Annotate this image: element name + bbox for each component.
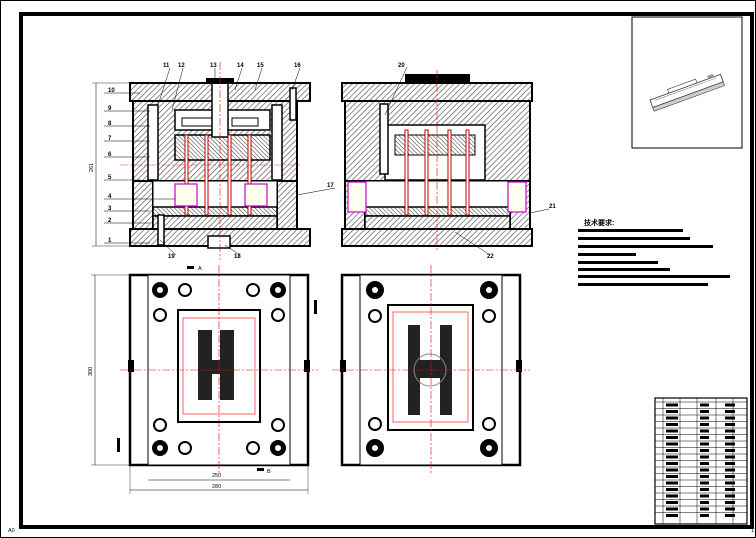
section-marker-b: B	[257, 468, 271, 475]
callout-label-8: 8	[108, 121, 112, 127]
corner-label-left: A0	[8, 528, 15, 534]
title-block	[654, 397, 748, 525]
plan-view-moving-half	[120, 265, 318, 475]
dimension-plan: 300 250 280	[88, 274, 309, 494]
notes-title: 技术要求:	[584, 218, 614, 227]
side-section-view	[341, 70, 533, 250]
corner-label-right: 1	[751, 528, 754, 534]
callout-label-11: 11	[163, 63, 170, 69]
callout-label-17: 17	[327, 183, 334, 189]
callout-label-7: 7	[108, 136, 112, 142]
callout-label-21: 21	[549, 204, 556, 210]
svg-text:A: A	[198, 266, 202, 272]
plan-view-fixed-half	[332, 265, 530, 475]
callout-label-15: 15	[257, 63, 264, 69]
callout-label-13: 13	[210, 63, 217, 69]
technical-notes: 技术要求:	[578, 218, 730, 286]
section-marker-a: A	[187, 266, 202, 272]
callout-label-3: 3	[108, 206, 112, 212]
callout-label-9: 9	[108, 106, 112, 112]
svg-text:B: B	[267, 469, 271, 475]
sheet-inner-frame	[19, 12, 754, 529]
section-arrow-right	[314, 300, 317, 314]
callout-label-1: 1	[108, 238, 112, 244]
section-arrow-left	[117, 438, 120, 452]
callout-label-19: 19	[168, 254, 175, 260]
callout-label-2: 2	[108, 218, 112, 224]
front-section-view	[120, 62, 311, 260]
callout-label-4: 4	[108, 194, 112, 200]
callout-label-12: 12	[178, 63, 185, 69]
dimension-front-height: 2 6 1	[89, 82, 130, 247]
callout-label-5: 5	[108, 175, 112, 181]
callout-label-22: 22	[487, 254, 494, 260]
svg-text:250: 250	[212, 473, 221, 479]
svg-text:261: 261	[89, 163, 95, 172]
isometric-preview	[631, 16, 743, 149]
callout-label-14: 14	[237, 63, 244, 69]
callout-leaders	[104, 66, 550, 256]
callout-label-16: 16	[294, 63, 301, 69]
callout-label-20: 20	[398, 63, 405, 69]
callout-label-10: 10	[108, 88, 115, 94]
svg-text:280: 280	[212, 484, 221, 490]
svg-text:300: 300	[88, 367, 94, 376]
callout-label-18: 18	[234, 254, 241, 260]
callout-label-6: 6	[108, 152, 112, 158]
